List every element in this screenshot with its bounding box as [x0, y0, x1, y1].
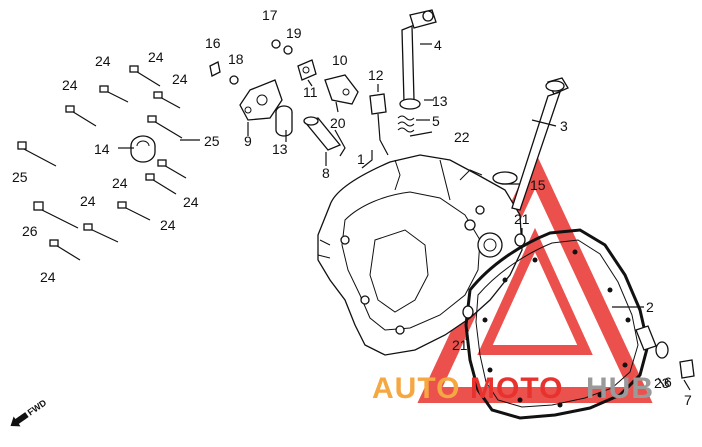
part-10-arm: [324, 74, 359, 105]
callout-24-e: 24: [112, 175, 128, 191]
part-18-nut: [229, 75, 239, 85]
watermark-hub: HUB: [586, 372, 654, 405]
callout-13-top: 13: [432, 93, 448, 109]
callout-18: 18: [228, 51, 244, 67]
callout-6: 6: [664, 374, 672, 390]
callout-7: 7: [684, 392, 692, 408]
callout-14: 14: [94, 141, 110, 157]
callout-21-top: 21: [514, 211, 530, 227]
part-12-switch: [369, 93, 389, 156]
part-15-o-ring: [492, 171, 518, 185]
part-13-bushing: [275, 105, 293, 137]
callout-24-c: 24: [172, 71, 188, 87]
part-16-bolt: [209, 61, 221, 77]
part-7-bolt: [679, 359, 695, 379]
callout-1: 1: [357, 151, 365, 167]
callout-labels: 1 2 3 4 5 6 7 8 9 10 11 12 13 13 14 15 1…: [12, 7, 692, 408]
part-8-pin: [303, 116, 342, 151]
fwd-arrow-icon: FWD: [10, 397, 49, 427]
callout-9: 9: [244, 133, 252, 149]
bolts: [17, 65, 187, 261]
part-13-washer-top: [399, 98, 421, 110]
callout-26: 26: [22, 223, 38, 239]
callout-24-b: 24: [148, 49, 164, 65]
part-14-bearing: [130, 135, 156, 163]
callout-24-f: 24: [183, 194, 199, 210]
callout-8: 8: [322, 165, 330, 181]
part-20-cable: [334, 129, 346, 157]
part-9-lever: [239, 79, 283, 121]
watermark-text: AUTO MOTO HUB: [372, 372, 654, 405]
callout-22: 22: [454, 129, 470, 145]
callout-24-a: 24: [95, 53, 111, 69]
callout-24-h: 24: [80, 193, 96, 209]
callout-13-bushing: 13: [272, 141, 288, 157]
part-21-dowel-b: [462, 305, 474, 319]
callout-4: 4: [434, 37, 442, 53]
callout-24-g: 24: [160, 217, 176, 233]
callout-21-bottom: 21: [452, 337, 468, 353]
callout-24-i: 24: [40, 269, 56, 285]
callout-25-right: 25: [204, 133, 220, 149]
callout-17: 17: [262, 7, 278, 23]
part-22-pin: [409, 131, 433, 137]
leader-lines: [118, 43, 691, 391]
callout-20: 20: [330, 115, 346, 131]
part-11-clip: [297, 59, 317, 81]
callout-24-d: 24: [62, 77, 78, 93]
callout-15: 15: [530, 177, 546, 193]
callout-5: 5: [432, 113, 440, 129]
part-3-oil-filler: [511, 77, 569, 211]
callout-12: 12: [368, 67, 384, 83]
callout-3: 3: [560, 118, 568, 134]
callout-19: 19: [286, 25, 302, 41]
fwd-label: FWD: [26, 397, 49, 417]
callout-16: 16: [205, 35, 221, 51]
watermark-auto: AUTO: [372, 372, 460, 405]
part-21-dowel-a: [514, 233, 526, 247]
watermark-moto: MOTO: [470, 372, 563, 405]
crankcase-cover: [317, 154, 523, 356]
part-5-spring: [397, 115, 415, 133]
part-4-shaft: [401, 9, 437, 103]
callout-10: 10: [332, 52, 348, 68]
callout-25-left: 25: [12, 169, 28, 185]
part-6-plug: [635, 325, 657, 351]
gasket: [464, 228, 650, 420]
part-19-washer: [283, 45, 293, 55]
part-17-bolt: [271, 39, 281, 49]
callout-2: 2: [646, 299, 654, 315]
callout-23: 23: [654, 375, 670, 391]
part-23-o-ring: [655, 341, 669, 359]
callout-11: 11: [303, 84, 318, 100]
